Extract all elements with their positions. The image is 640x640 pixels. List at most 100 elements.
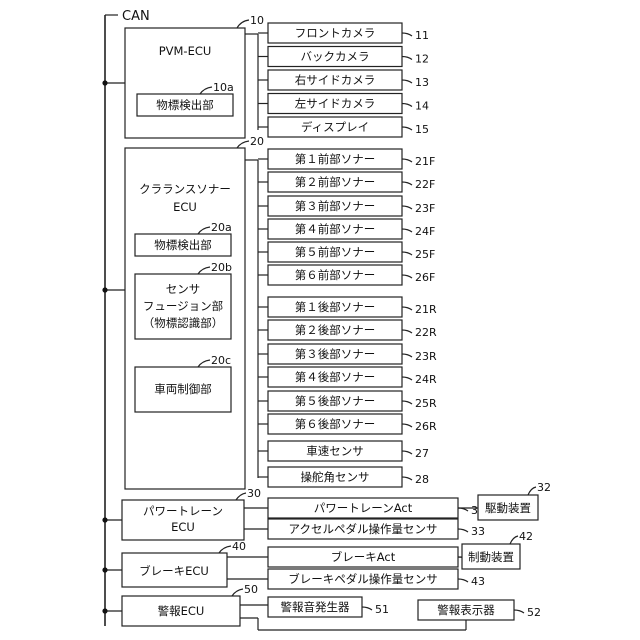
sonar-device-1-ref: 21F bbox=[415, 155, 435, 168]
sensor-fusion-label-line1: センサ bbox=[166, 282, 201, 296]
brake-pedal-sensor-ref: 43 bbox=[471, 575, 485, 588]
accelerator-pedal-sensor: アクセルペダル操作量センサ 33 bbox=[268, 519, 485, 539]
sonar-device-4-ref: 24F bbox=[415, 225, 435, 238]
sonar-device-6-ref: 26F bbox=[415, 271, 435, 284]
sonar-device-3-ref: 23F bbox=[415, 202, 435, 215]
sonar-device-7-ref: 21R bbox=[415, 303, 437, 316]
brake-ecu: ブレーキECU 40 bbox=[122, 540, 246, 587]
pvm-device-1-ref: 11 bbox=[415, 29, 429, 42]
pvm-device-3: 右サイドカメラ 13 bbox=[258, 70, 429, 90]
sonar-ecu-label-line1: クラランスソナー bbox=[139, 182, 231, 196]
drive-device-ref: 32 bbox=[537, 481, 551, 494]
pvm-device-4: 左サイドカメラ 14 bbox=[258, 94, 429, 114]
sonar-device-9-label: 第３後部ソナー bbox=[295, 347, 376, 361]
alarm-sound-generator: 警報音発生器 51 bbox=[268, 597, 389, 617]
sonar-device-3: 第３前部ソナー 23F bbox=[258, 196, 435, 216]
sonar-device-2-ref: 22F bbox=[415, 178, 435, 191]
alarm-sound-generator-label: 警報音発生器 bbox=[281, 600, 350, 614]
pvm-device-3-ref: 13 bbox=[415, 76, 429, 89]
sonar-device-5-ref: 25F bbox=[415, 248, 435, 261]
pvm-device-4-label: 左サイドカメラ bbox=[295, 97, 376, 111]
accelerator-pedal-sensor-label: アクセルペダル操作量センサ bbox=[289, 522, 438, 536]
sonar-ecu-label-line2: ECU bbox=[173, 200, 197, 214]
pvm-target-detector-ref: 10a bbox=[213, 81, 234, 94]
sonar-device-8-label: 第２後部ソナー bbox=[295, 323, 376, 337]
sensor-fusion-label-line3: （物標認識部） bbox=[143, 316, 224, 330]
pvm-device-1: フロントカメラ 11 bbox=[258, 23, 429, 43]
alarm-sound-generator-ref: 51 bbox=[375, 603, 389, 616]
sonar-device-10-label: 第４後部ソナー bbox=[295, 370, 376, 384]
pvm-device-2-label: バックカメラ bbox=[301, 50, 370, 64]
brake-device-ref: 42 bbox=[519, 530, 533, 543]
pvm-device-4-ref: 14 bbox=[415, 100, 429, 113]
alarm-device-list: 警報音発生器51警報表示器52 bbox=[268, 597, 541, 620]
sonar-device-1: 第１前部ソナー 21F bbox=[258, 149, 435, 169]
brake-actuator: ブレーキAct41 bbox=[268, 547, 485, 567]
sensor-fusion-ref: 20b bbox=[211, 261, 232, 274]
sonar-device-11: 第５後部ソナー 25R bbox=[258, 391, 437, 411]
brake-pedal-sensor-label: ブレーキペダル操作量センサ bbox=[288, 572, 438, 586]
sonar-device-12: 第６後部ソナー26R bbox=[258, 414, 437, 434]
sonar-device-8: 第２後部ソナー 22R bbox=[258, 320, 437, 340]
sonar-device-4: 第４前部ソナー 24F bbox=[258, 219, 435, 239]
sonar-device-14-ref: 28 bbox=[415, 473, 429, 486]
sonar-device-11-label: 第５後部ソナー bbox=[295, 394, 376, 408]
sonar-ecu-ref: 20 bbox=[250, 135, 264, 148]
pvm-device-2: バックカメラ 12 bbox=[258, 47, 429, 67]
powertrain-ecu-label-line1: パワートレーン bbox=[143, 504, 223, 518]
brake-ecu-label: ブレーキECU bbox=[139, 564, 209, 578]
sonar-target-detector-ref: 20a bbox=[211, 221, 232, 234]
sonar-device-11-ref: 25R bbox=[415, 397, 437, 410]
sonar-device-4-label: 第４前部ソナー bbox=[295, 222, 376, 236]
sonar-device-9-ref: 23R bbox=[415, 350, 437, 363]
pvm-ecu: PVM-ECU 10 物標検出部 10a bbox=[125, 14, 264, 138]
brake-device-list: ブレーキAct41 ブレーキペダル操作量センサ 43 bbox=[268, 547, 485, 589]
can-bus-label: CAN bbox=[122, 9, 150, 24]
brake-device-label: 制動装置 bbox=[468, 550, 514, 564]
sonar-device-7-label: 第１後部ソナー bbox=[295, 300, 376, 314]
alarm-display-ref: 52 bbox=[527, 606, 541, 619]
accelerator-pedal-sensor-ref: 33 bbox=[471, 525, 485, 538]
sonar-device-1-label: 第１前部ソナー bbox=[295, 152, 376, 166]
sonar-device-8-ref: 22R bbox=[415, 326, 437, 339]
powertrain-ecu-label-line2: ECU bbox=[171, 520, 195, 534]
pvm-device-5-label: ディスプレイ bbox=[301, 120, 369, 134]
pvm-device-3-label: 右サイドカメラ bbox=[295, 73, 376, 87]
sonar-device-13-label: 車速センサ bbox=[306, 444, 364, 458]
sonar-device-2: 第２前部ソナー 22F bbox=[258, 172, 435, 192]
sonar-device-7: 第１後部ソナー 21R bbox=[258, 297, 437, 317]
sensor-fusion-label-line2: フュージョン部 bbox=[143, 299, 223, 313]
powertrain-actuator-label: パワートレーンAct bbox=[314, 501, 413, 515]
alarm-ecu: 警報ECU 50 bbox=[122, 583, 258, 626]
powertrain-ecu-ref: 30 bbox=[247, 487, 261, 500]
sonar-device-14: 操舵角センサ 28 bbox=[258, 467, 429, 487]
sonar-device-3-label: 第３前部ソナー bbox=[295, 199, 376, 213]
pvm-device-5: ディスプレイ15 bbox=[258, 117, 429, 137]
pvm-target-detector-label: 物標検出部 bbox=[156, 98, 214, 112]
sonar-device-list: 第１前部ソナー 21F 第２前部ソナー 22F 第３前部ソナー 23F 第４前部ソナー 24F… bbox=[258, 149, 437, 487]
sonar-device-6: 第６前部ソナー26F bbox=[258, 265, 435, 285]
sonar-device-13-ref: 27 bbox=[415, 447, 429, 460]
brake-ecu-ref: 40 bbox=[232, 540, 246, 553]
sonar-device-5-label: 第５前部ソナー bbox=[295, 245, 376, 259]
powertrain-device-list: パワートレーンAct31 アクセルペダル操作量センサ 33 bbox=[268, 498, 485, 539]
pvm-device-1-label: フロントカメラ bbox=[295, 26, 376, 40]
sonar-device-5: 第５前部ソナー 25F bbox=[258, 242, 435, 262]
vehicle-control-ref: 20c bbox=[211, 354, 231, 367]
sonar-target-detector-label: 物標検出部 bbox=[154, 238, 212, 252]
pvm-ecu-ref: 10 bbox=[250, 14, 264, 27]
pvm-device-2-ref: 12 bbox=[415, 53, 429, 66]
brake-actuator-label: ブレーキAct bbox=[331, 550, 396, 564]
pvm-device-list: フロントカメラ 11 バックカメラ 12 右サイドカメラ 13 左サイドカメラ 14 ディスプレ… bbox=[258, 23, 429, 137]
sonar-device-9: 第３後部ソナー 23R bbox=[258, 344, 437, 364]
sonar-device-10-ref: 24R bbox=[415, 373, 437, 386]
powertrain-actuator: パワートレーンAct31 bbox=[268, 498, 485, 518]
powertrain-ecu: パワートレーン ECU 30 bbox=[122, 487, 261, 540]
sonar-device-2-label: 第２前部ソナー bbox=[295, 175, 376, 189]
sonar-device-13: 車速センサ 27 bbox=[258, 441, 429, 461]
drive-device: 駆動装置 32 bbox=[478, 481, 551, 520]
sonar-device-12-label: 第６後部ソナー bbox=[295, 417, 376, 431]
alarm-ecu-ref: 50 bbox=[244, 583, 258, 596]
sonar-device-14-label: 操舵角センサ bbox=[301, 470, 370, 484]
